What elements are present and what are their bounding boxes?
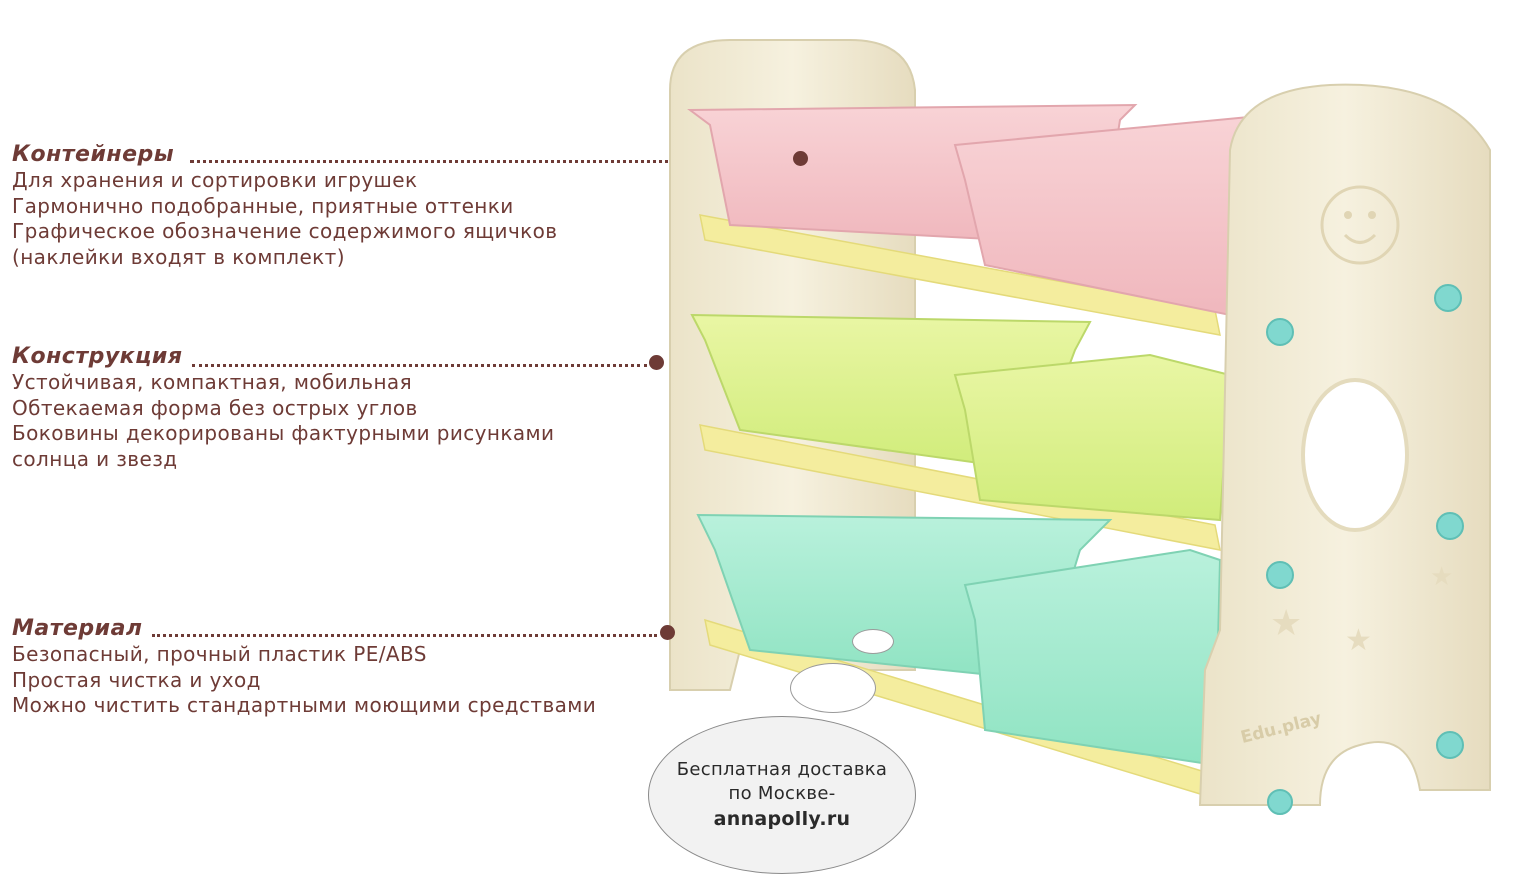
star-emboss-icon: ★ [1270, 603, 1302, 644]
feature-line: Устойчивая, компактная, мобильная [12, 370, 413, 394]
feature-line: Для хранения и сортировки игрушек [12, 168, 418, 192]
star-emboss-icon: ★ [1430, 562, 1453, 592]
section-containers: Контейнеры Для хранения и сортировки игр… [12, 140, 557, 270]
thought-bubble-small [852, 629, 894, 654]
leader-dot-material [660, 625, 675, 640]
bin-mint-right [963, 548, 1222, 767]
feature-line: Гармонично подобранные, приятные оттенки [12, 193, 514, 218]
feature-line: Простая чистка и уход [12, 667, 261, 692]
section-heading: Конструкция [12, 344, 183, 369]
feature-line: Боковины декорированы фактурными рисунка… [12, 421, 555, 445]
side-panel-porthole [1301, 378, 1409, 532]
delivery-line-1: Бесплатная доставка [676, 759, 888, 780]
leader-line-material [152, 634, 657, 637]
section-heading: Материал [12, 616, 143, 641]
section-construction: Конструкция Устойчивая, компактная, моби… [12, 342, 554, 472]
star-emboss-icon: ★ [1345, 623, 1372, 658]
feature-line: Можно чистить стандартными моющими средс… [12, 693, 597, 717]
delivery-site: annapolly.ru [713, 808, 851, 830]
feature-line: Безопасный, прочный пластик PE/ABS [12, 642, 427, 666]
feature-line: Обтекаемая форма без острых углов [12, 395, 418, 420]
leader-line-containers [190, 160, 790, 163]
shelf-rail-top [699, 214, 1221, 336]
thought-bubble-medium [790, 663, 876, 713]
leader-dot-construction [649, 355, 664, 370]
section-heading: Контейнеры [12, 142, 175, 167]
leader-line-construction [192, 364, 647, 367]
teal-peg-icons [1266, 284, 1464, 815]
sun-emboss-icon [1320, 185, 1400, 265]
feature-line: солнца и звезд [12, 446, 178, 471]
feature-line: (наклейки входят в комплект) [12, 244, 345, 269]
section-material: Материал Безопасный, прочный пластик PE/… [12, 614, 596, 719]
bin-lime-right [953, 353, 1232, 522]
delivery-line-2: по Москве- [728, 783, 836, 804]
feature-line: Графическое обозначение содержимого ящич… [12, 219, 558, 243]
delivery-bubble: Бесплатная доставка по Москве- annapolly… [648, 716, 916, 874]
toy-organizer-illustration: ★ ★ ★ Edu.play [669, 39, 1491, 815]
leader-dot-containers [793, 151, 808, 166]
